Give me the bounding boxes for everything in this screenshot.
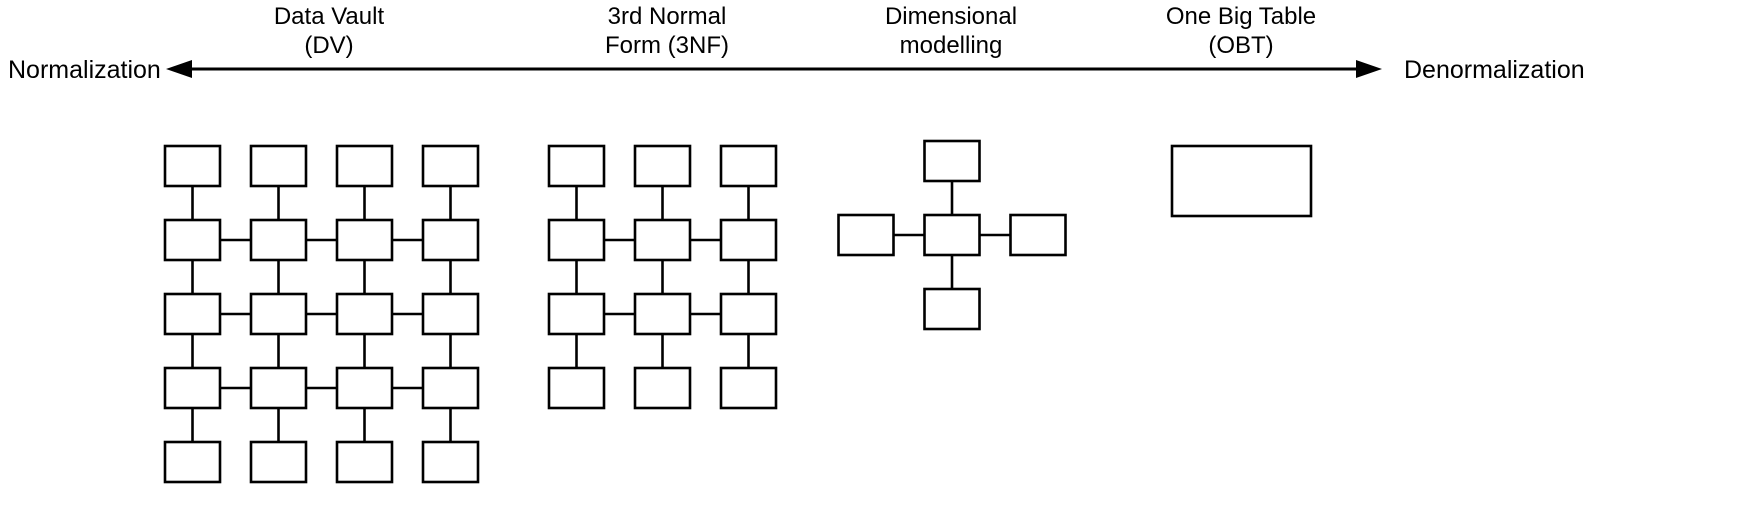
structure-layer [163,139,1313,484]
dimensional-dimension-node[interactable] [923,139,981,183]
data-vault-table-node[interactable] [163,366,222,410]
approach-labels: Data Vault (DV) 3rd Normal Form (3NF) Di… [274,3,1316,59]
third-normal-form-table-node[interactable] [547,144,606,188]
data-vault-table-node[interactable] [335,292,394,336]
data-vault-table-node[interactable] [163,440,222,484]
data-vault-table-node[interactable] [335,440,394,484]
data-vault-table-node[interactable] [421,218,480,262]
third-normal-form-table-node[interactable] [633,292,692,336]
third-normal-form-table-node[interactable] [719,366,778,410]
axis-label-normalization: Normalization [8,56,161,84]
data-vault-table-node[interactable] [335,144,394,188]
third-normal-form-table-node[interactable] [633,218,692,262]
dimensional-dimension-node[interactable] [1009,213,1067,257]
label-obt-line1: One Big Table [1166,3,1316,30]
data-vault-table-node[interactable] [421,366,480,410]
third-normal-form-table-node[interactable] [547,366,606,410]
dimensional-dimension-node[interactable] [837,213,895,257]
label-dimensional-line1: Dimensional [885,3,1017,30]
dimensional-dimension-node[interactable] [923,287,981,331]
data-vault-table-node[interactable] [249,218,308,262]
data-vault-table-node[interactable] [163,144,222,188]
data-vault-table-node[interactable] [249,440,308,484]
data-vault-table-node[interactable] [163,292,222,336]
label-data-vault-line2: (DV) [304,32,353,59]
data-vault-table-node[interactable] [249,366,308,410]
arrow-head-right-icon [1356,60,1382,78]
arrow-head-left-icon [166,60,192,78]
label-obt-line2: (OBT) [1208,32,1273,59]
data-vault-table-node[interactable] [335,218,394,262]
dimensional-fact-node[interactable] [923,213,981,257]
third-normal-form-table-node[interactable] [547,292,606,336]
data-vault-table-node[interactable] [249,292,308,336]
third-normal-form-table-node[interactable] [633,144,692,188]
one-big-table-node[interactable] [1170,144,1313,218]
data-vault-table-node[interactable] [163,218,222,262]
axis-label-denormalization: Denormalization [1404,56,1585,84]
third-normal-form-table-node[interactable] [547,218,606,262]
label-3nf-line1: 3rd Normal [608,3,727,30]
third-normal-form-table-node[interactable] [719,144,778,188]
third-normal-form-table-node[interactable] [633,366,692,410]
data-vault-table-node[interactable] [335,366,394,410]
third-normal-form-table-node[interactable] [719,292,778,336]
data-vault-table-node[interactable] [249,144,308,188]
spectrum-axis: Normalization Denormalization [8,56,1585,84]
label-dimensional-line2: modelling [900,32,1003,59]
data-vault-table-node[interactable] [421,292,480,336]
label-3nf-line2: Form (3NF) [605,32,729,59]
label-data-vault-line1: Data Vault [274,3,385,30]
third-normal-form-table-node[interactable] [719,218,778,262]
data-vault-table-node[interactable] [421,144,480,188]
data-vault-table-node[interactable] [421,440,480,484]
